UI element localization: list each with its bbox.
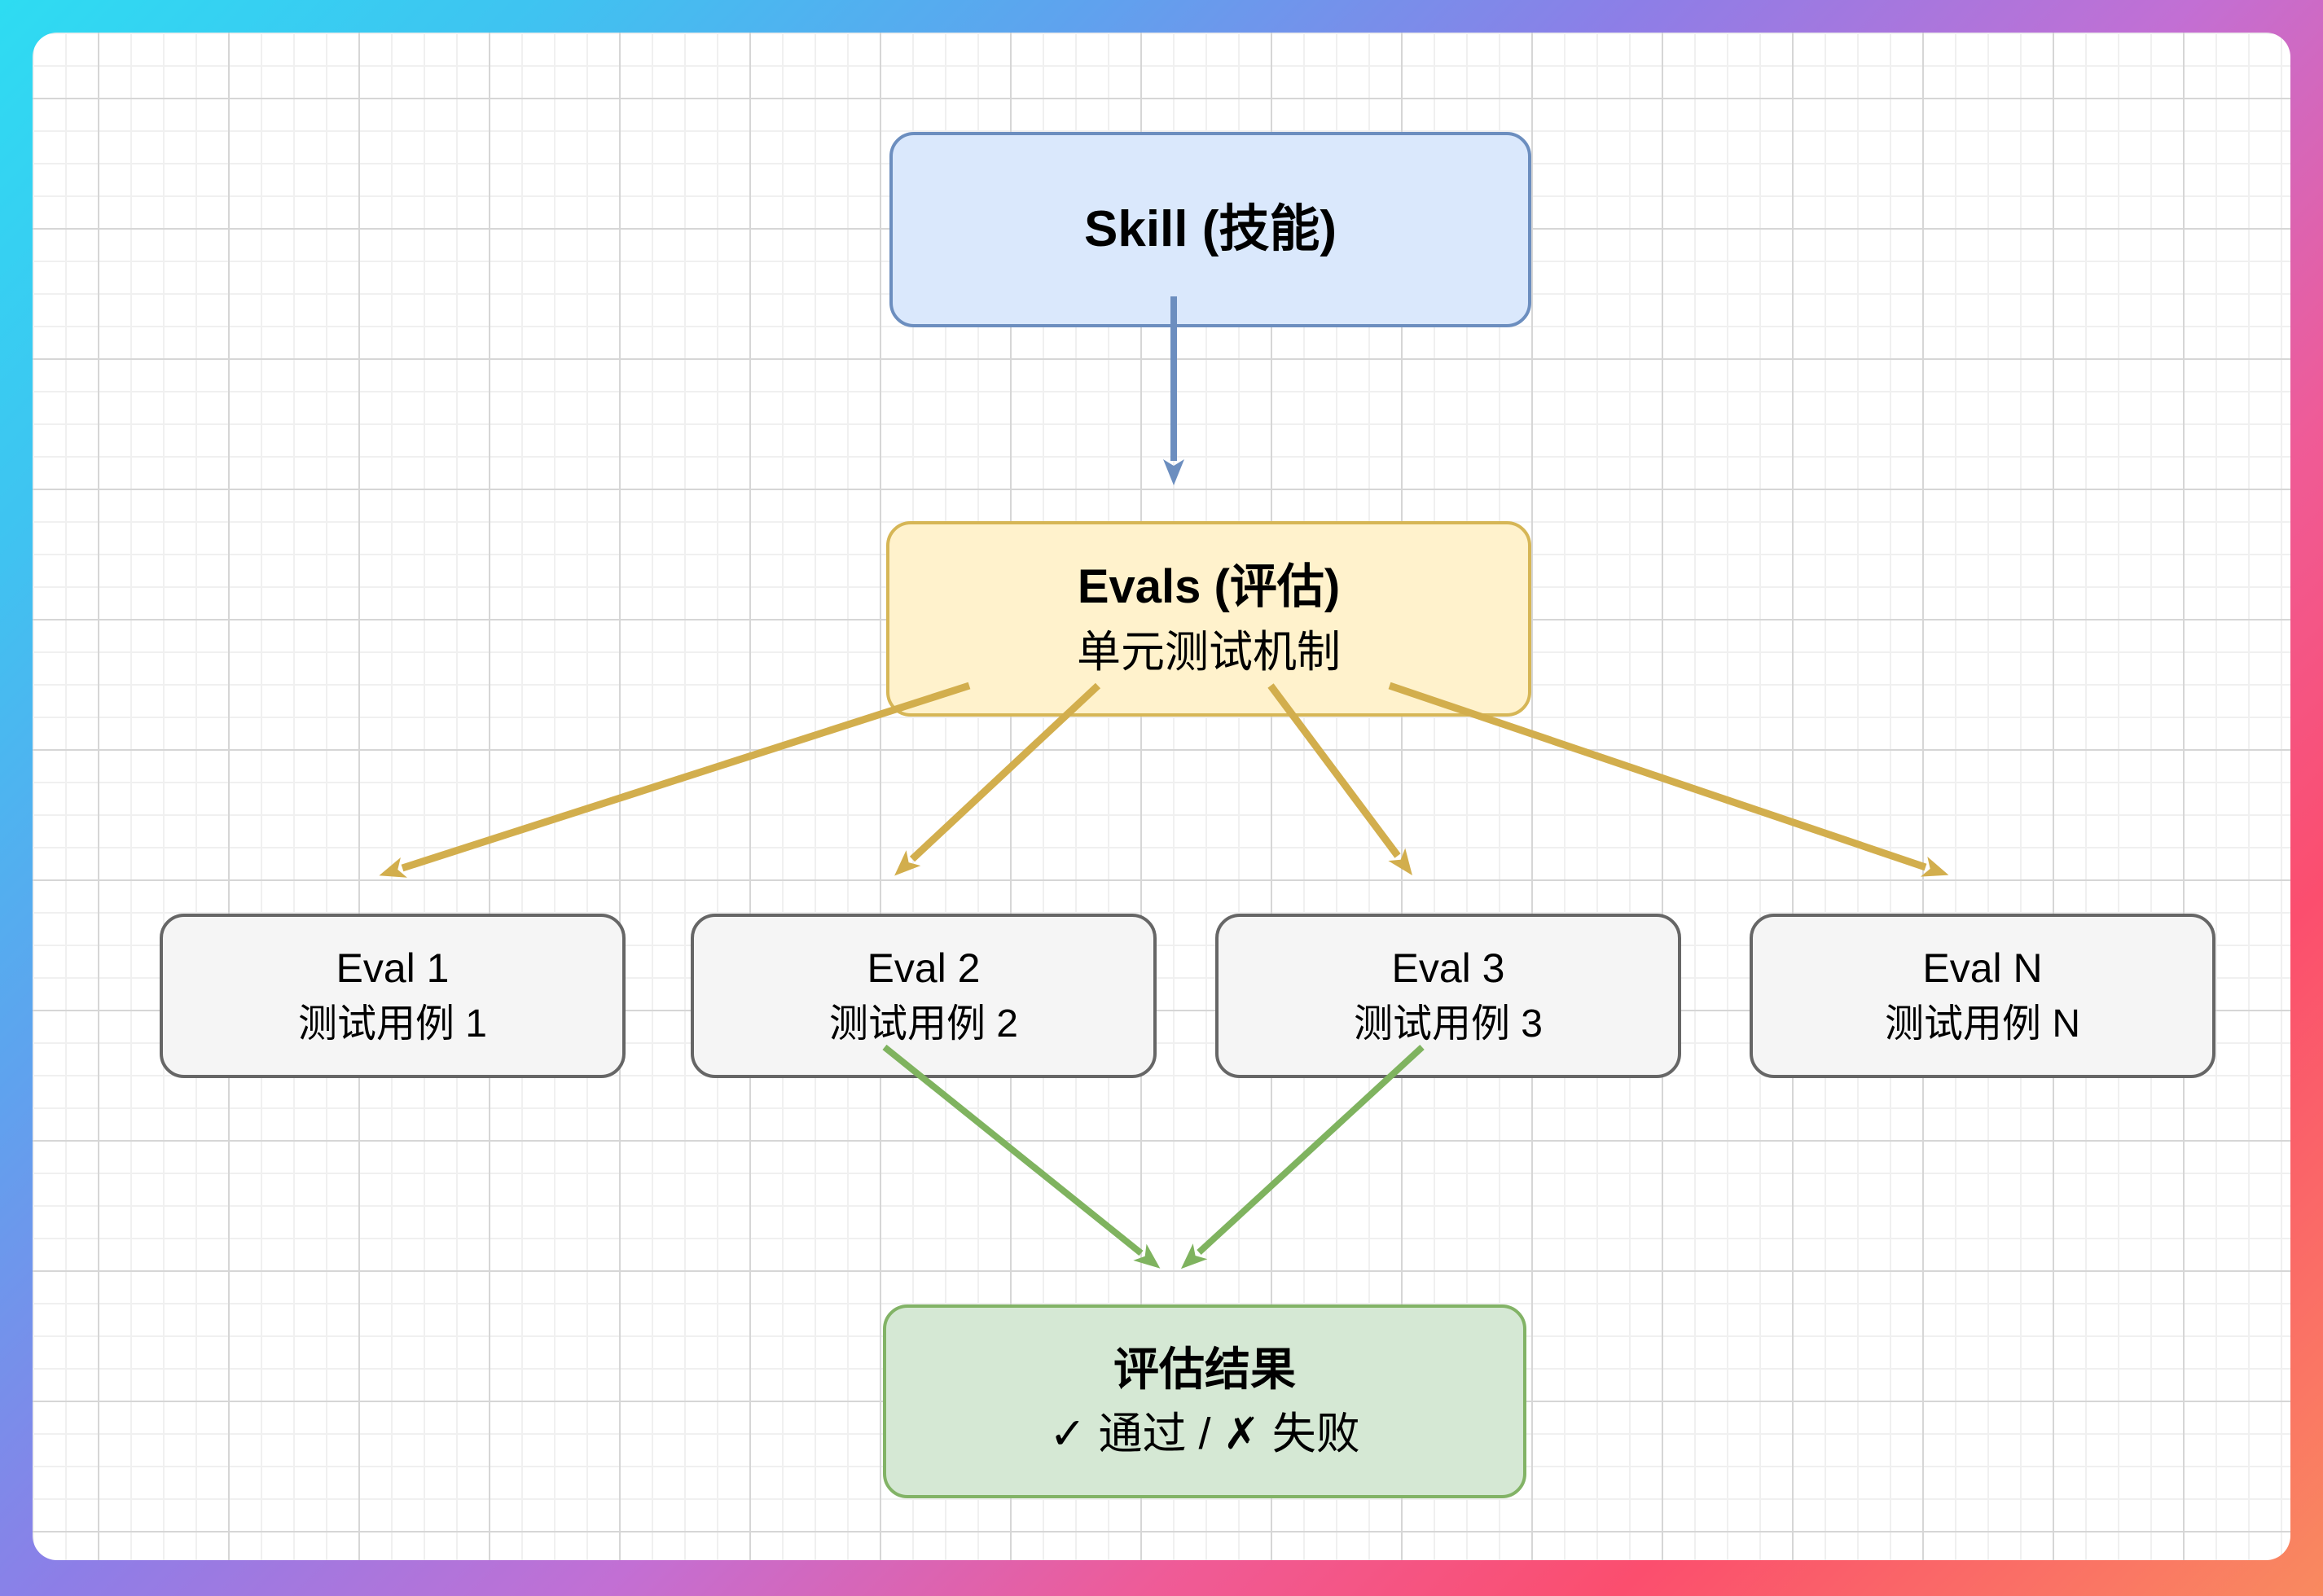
node-eval-n-title: Eval N: [1922, 945, 2043, 991]
node-eval-3-subtitle: 测试用例 3: [1353, 1002, 1544, 1046]
node-result-title: 评估结果: [1113, 1343, 1296, 1395]
node-eval-1-title: Eval 1: [336, 945, 450, 991]
node-eval-n-subtitle: 测试用例 N: [1884, 1002, 2080, 1046]
node-skill: Skill (技能): [889, 132, 1531, 327]
node-skill-title: Skill (技能): [1083, 201, 1337, 258]
diagram-canvas: Skill (技能) Evals (评估) 单元测试机制 Eval 1 测试用例…: [33, 33, 2290, 1560]
node-eval-1-subtitle: 测试用例 1: [297, 1002, 488, 1046]
node-evals-subtitle: 单元测试机制: [1077, 628, 1341, 677]
node-eval-2-subtitle: 测试用例 2: [828, 1002, 1019, 1046]
node-eval-1: Eval 1 测试用例 1: [160, 914, 626, 1078]
node-eval-n: Eval N 测试用例 N: [1750, 914, 2215, 1078]
node-result-subtitle: ✓ 通过 / ✗ 失败: [1049, 1410, 1360, 1459]
node-evals: Evals (评估) 单元测试机制: [886, 521, 1531, 717]
node-eval-3: Eval 3 测试用例 3: [1215, 914, 1681, 1078]
node-eval-3-title: Eval 3: [1391, 945, 1505, 991]
node-result: 评估结果 ✓ 通过 / ✗ 失败: [883, 1304, 1526, 1498]
node-eval-2-title: Eval 2: [867, 945, 981, 991]
node-eval-2: Eval 2 测试用例 2: [691, 914, 1157, 1078]
node-evals-title: Evals (评估): [1077, 559, 1341, 613]
